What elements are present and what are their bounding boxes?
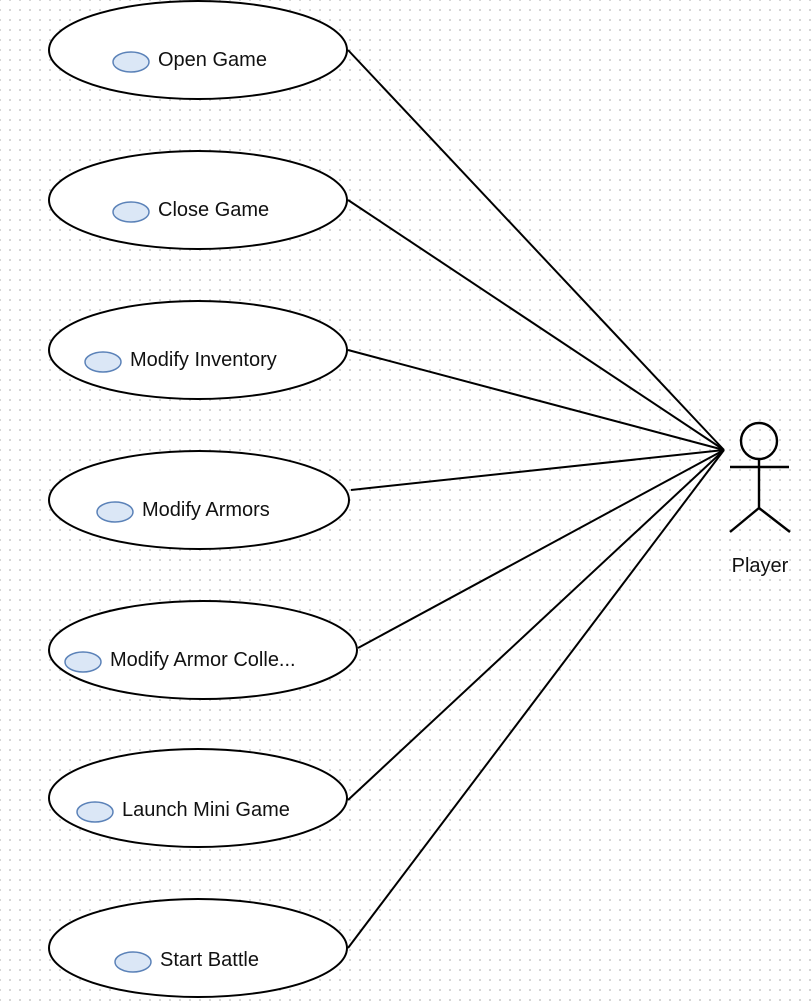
use-case-ellipse <box>48 300 348 400</box>
association-launch-mini-game[interactable] <box>347 449 725 801</box>
actor-player[interactable]: Player <box>729 421 791 577</box>
use-case-icon <box>96 501 134 523</box>
association-close-game[interactable] <box>347 199 725 451</box>
association-lines <box>347 49 725 949</box>
stick-figure-icon <box>729 421 791 533</box>
use-case-label: Start Battle <box>160 949 259 971</box>
use-case-ellipse <box>48 600 358 700</box>
use-case-ellipse <box>48 748 348 848</box>
use-case-start-battle[interactable]: Start Battle <box>48 898 348 998</box>
use-case-label: Close Game <box>158 199 269 221</box>
use-case-ellipse <box>48 450 350 550</box>
use-case-close-game[interactable]: Close Game <box>48 150 348 250</box>
actor-label: Player <box>732 555 789 577</box>
association-open-game[interactable] <box>347 49 725 451</box>
use-case-label: Modify Armors <box>142 499 270 521</box>
association-modify-inventory[interactable] <box>347 349 725 451</box>
use-case-open-game[interactable]: Open Game <box>48 0 348 100</box>
use-case-modify-inventory[interactable]: Modify Inventory <box>48 300 348 400</box>
use-case-modify-armor-collection[interactable]: Modify Armor Colle... <box>48 600 358 700</box>
use-case-icon <box>84 351 122 373</box>
use-case-label: Modify Inventory <box>130 349 277 371</box>
association-modify-armors[interactable] <box>350 449 725 491</box>
use-case-icon <box>76 801 114 823</box>
use-case-label: Open Game <box>158 49 267 71</box>
use-case-ellipse <box>48 0 348 100</box>
use-case-ellipse <box>48 898 348 998</box>
use-case-launch-mini-game[interactable]: Launch Mini Game <box>48 748 348 848</box>
use-case-label: Launch Mini Game <box>122 799 290 821</box>
use-case-ellipse <box>48 150 348 250</box>
use-case-icon <box>114 951 152 973</box>
use-case-label: Modify Armor Colle... <box>110 649 296 671</box>
association-start-battle[interactable] <box>347 449 725 949</box>
use-case-icon <box>112 201 150 223</box>
use-case-icon <box>112 51 150 73</box>
association-modify-armor-collection[interactable] <box>357 449 725 649</box>
use-case-icon <box>64 651 102 673</box>
use-case-modify-armors[interactable]: Modify Armors <box>48 450 350 550</box>
